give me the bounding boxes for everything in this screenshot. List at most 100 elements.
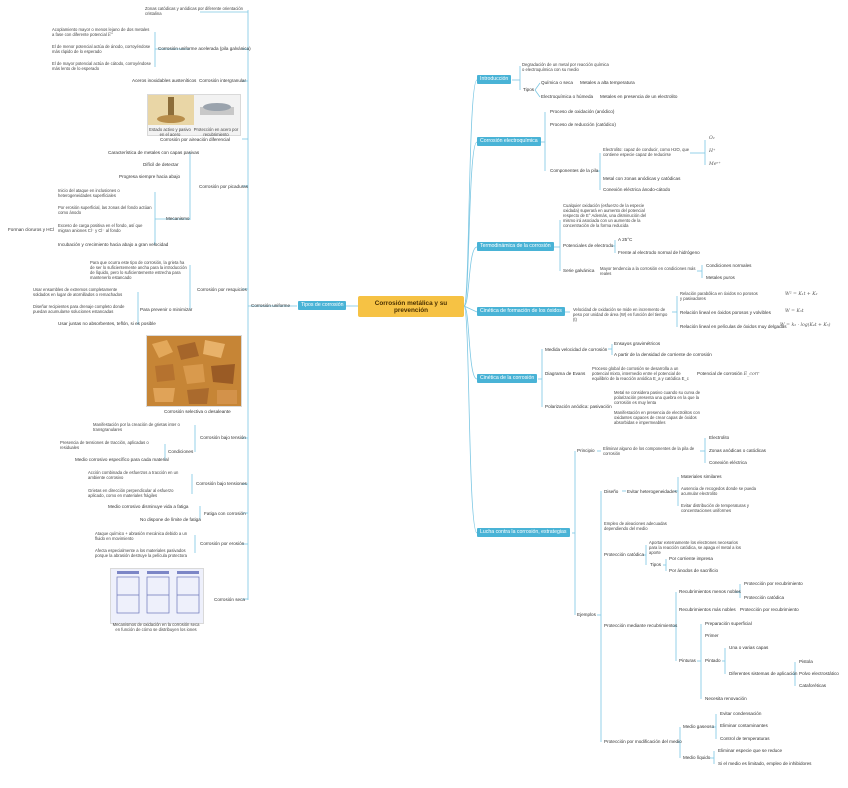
tension-grietas: Manifestación por la creación de grietas…: [93, 422, 180, 432]
eq-reduccion: Proceso de reducción (catódico): [550, 122, 616, 127]
branch-tipos-corrosion[interactable]: Tipos de corrosión: [298, 301, 347, 310]
medio-gaseoso: Medio gaseoso: [683, 724, 715, 729]
tensiones-grietas: Grietas en dirección perpendicular al es…: [88, 488, 174, 498]
oxidation-diagram: [116, 571, 200, 614]
aireacion-image: [147, 94, 241, 136]
galvanica-acoplamiento: Acoplamiento mayor o menos lejano de dos…: [52, 27, 150, 37]
math-e0: E°: [107, 32, 114, 37]
selectiva-image: [146, 335, 242, 407]
polarizacion-1: Metal se considera pasivo cuando su curv…: [614, 390, 701, 405]
mecanismo-inicio: Inicio del ataque en inclusiones o heter…: [58, 188, 120, 198]
resquicios-desc: Para que ocurra este tipo de corrosión, …: [90, 260, 187, 280]
root-topic[interactable]: Corrosión metálica y su prevención: [358, 296, 464, 317]
math-lineal: W = K₃t: [785, 309, 804, 314]
fatiga-label: Fatiga con corrosión: [204, 511, 246, 516]
evans-desc: Proceso global de corrosión se desarroll…: [592, 366, 689, 381]
prevenir-drenaje: Diseñar recipientes para drenaje complet…: [33, 304, 125, 314]
erosion-pasivados: Afecta especialmente a los materiales pa…: [95, 548, 187, 558]
serie-puros: Metales puros: [706, 275, 735, 280]
corrosion-uniforme: Corrosión uniforme: [251, 303, 291, 308]
math-ecorr: E_corr: [743, 372, 760, 377]
tipos-label: Tipos: [523, 87, 535, 92]
math-log: W = k₂ · log(K₄t + K₅): [780, 323, 831, 328]
branch-cinetica-oxidos[interactable]: Cinética de formación de los óxidos: [477, 307, 565, 316]
pintado-sistemas: Diferentes sistemas de aplicación: [729, 671, 798, 676]
menos-nobles: Recubrimientos menos nobles: [679, 589, 741, 594]
aireacion-label: Corrosión por aireación diferencial: [160, 137, 230, 142]
branch-introduccion[interactable]: Introducción: [477, 75, 512, 84]
catodica-desc: Aportar externamente los electrones nece…: [649, 540, 741, 555]
relacion-parabolica: Relación parabólica en óxidos no porosos…: [680, 291, 758, 301]
catodica-tipos: Tipos: [650, 562, 662, 567]
condiciones-traccion: Presencia de tensiones de tracción, apli…: [60, 440, 149, 450]
pot-hidrogeno: Frente al electrodo normal de hidrógeno: [618, 250, 700, 255]
picaduras-detectar: Difícil de detectar: [143, 162, 179, 167]
pot-25c: A 25°C: [618, 237, 633, 242]
principio-electrolito: Electrolito: [709, 435, 730, 440]
catodica-impresa: Por corriente impresa: [669, 556, 713, 561]
aireacion-illustration: [148, 95, 240, 125]
evans-label: Diagrama de Evans: [545, 371, 586, 376]
aplic-cataforeticas: Cataforéticas: [799, 683, 827, 688]
diseno-temperaturas: Evitar distribución de temperaturas y co…: [681, 503, 749, 513]
intro-definition: Degradación de un metal por reacción quí…: [522, 62, 609, 72]
branch-corrosion-electroquimica[interactable]: Corrosión electroquímica: [477, 137, 541, 146]
relacion-lineal-porosos: Relación lineal en óxidos porosos y volv…: [680, 310, 771, 315]
prevenir-label: Para prevenir o minimizar: [140, 307, 193, 312]
erosion-ataque: Ataque químico + abrasión mecánica debid…: [95, 531, 188, 541]
uniforme-zonas: Zonas catódicas y anódicas por diferente…: [145, 6, 243, 16]
mecanismo-erosion: Por erosión superficial, las zonas del f…: [58, 205, 152, 215]
polarizacion-2: Manifestación en presencia de electrolit…: [614, 410, 700, 425]
condiciones-label: Condiciones: [168, 449, 194, 454]
selectiva-label: Corrosión selectiva o desaleante: [164, 409, 231, 414]
principio-desc: Eliminar alguno de los componentes de la…: [603, 446, 695, 456]
comp-electrolito: Electrolito: capaz de conducir, como H2O…: [603, 147, 690, 157]
condiciones-medio: Medio corrosivo específico para cada mat…: [75, 457, 169, 462]
menos-nobles-recubrimiento: Protección por recubrimiento: [744, 581, 803, 586]
potenciales-label: Potenciales de electrodo: [563, 243, 614, 248]
galvanica-catodo: El de mayor potencial actúa de cátodo, c…: [52, 61, 151, 71]
cc-densidad: A partir de la densidad de corriente de …: [614, 352, 712, 357]
mecanismo-hcl: Forman cloruros y HCl: [8, 227, 54, 232]
seca-image: [110, 568, 204, 624]
branch-termodinamica[interactable]: Termodinámica de la corrosión: [477, 242, 554, 251]
ejemplos-label: Ejemplos: [577, 612, 596, 617]
branch-lucha[interactable]: Lucha contra la corrosión, estrategias: [477, 528, 570, 537]
principio-zonas: Zonas anódicas o catódicas: [709, 448, 766, 453]
intergranular-label: Corrosión intergranular: [199, 78, 246, 83]
electro-label: Electroquímica o húmeda: [541, 94, 594, 99]
pintado-capas: Una o varias capas: [729, 645, 769, 650]
catodica-label: Protección catódica: [604, 552, 645, 557]
catodica-sacrificio: Por ánodos de sacrificio: [669, 568, 719, 573]
bajo-tensiones-label: Corrosión bajo tensiones: [196, 481, 247, 486]
diseno-recogedos: Ausencia de recogedos donde se pueda acu…: [681, 486, 756, 496]
medio-liquido: Medio líquido: [683, 755, 711, 760]
picaduras-pasivas: Característica de metales con capas pasi…: [108, 150, 200, 155]
mg-condensacion: Evitar condensación: [720, 711, 762, 716]
componentes-label: Componentes de la pila: [550, 168, 599, 173]
diseno-aleaciones: Empleo de aleaciones adecuadas dependien…: [604, 521, 667, 531]
serie-desc: Mayor tendencia a la corrosión en condic…: [600, 266, 696, 276]
termo-desc: Cualquier oxidación (esfuerzo de la espe…: [563, 203, 647, 228]
picaduras-label: Corrosión por picaduras: [199, 184, 249, 189]
math-h: H⁺: [709, 149, 716, 154]
pint-preparacion: Preparación superficial: [705, 621, 752, 626]
comp-metal: Metal con zonas anódicas y catódicas: [603, 176, 681, 181]
eq-oxidacion: Proceso de oxidación (anódico): [550, 109, 615, 114]
recubrimientos-label: Protección mediante recubrimientos: [604, 623, 678, 628]
erosion-label: Corrosión por erosión: [200, 541, 245, 546]
fatiga-vida: Medio corrosivo disminuye vida a fatiga: [108, 504, 189, 509]
mas-nobles-recubrimiento: Protección por recubrimiento: [740, 607, 799, 612]
serie-normales: Condiciones normales: [706, 263, 752, 268]
microstructure-illustration: [147, 336, 241, 406]
prevenir-juntas: Usar juntas no absorbentes, teflón, si e…: [58, 321, 156, 326]
intergranular-aceros: Aceros inoxidables austeníticos: [132, 78, 197, 83]
mg-temperaturas: Control de temperaturas: [720, 736, 770, 741]
potencial-corrosion: Potencial de corrosión E_corr: [697, 371, 760, 377]
diseno-materiales: Materiales similares: [681, 474, 722, 479]
serie-label: Serie galvánica: [563, 268, 595, 273]
menos-nobles-catodica: Protección catódica: [744, 595, 785, 600]
branch-cinetica-corrosion[interactable]: Cinética de la corrosión: [477, 374, 538, 383]
pint-renovacion: Necesita renovación: [705, 696, 747, 701]
